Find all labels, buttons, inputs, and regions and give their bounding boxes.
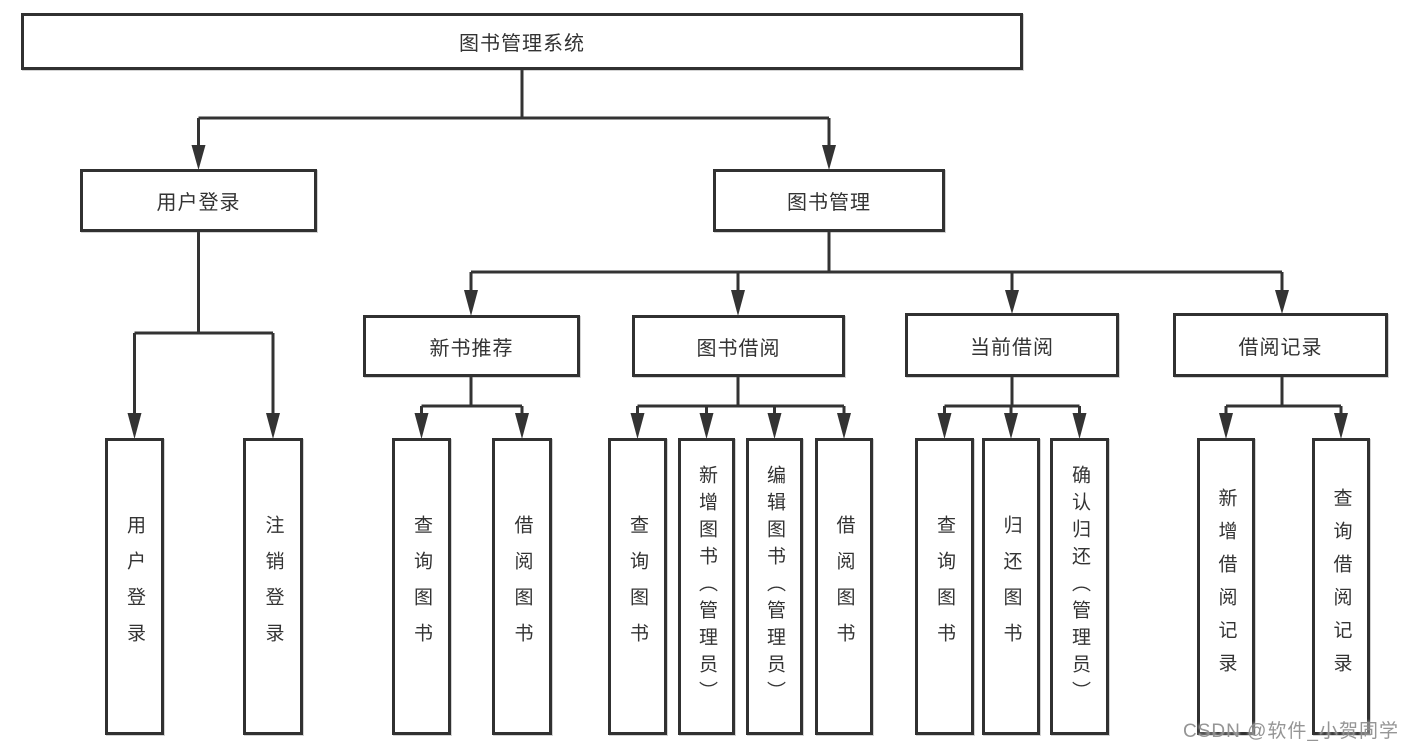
leaf-borrow-books: 借阅图书 xyxy=(815,438,873,735)
node-book-borrowing: 图书借阅 xyxy=(632,315,845,377)
leaf-add-book-admin: 新增图书（管理员） xyxy=(678,438,735,735)
node-current-borrowing: 当前借阅 xyxy=(905,313,1119,377)
leaf-query-borrow-record: 查询借阅记录 xyxy=(1312,438,1370,735)
leaf-query-books-recommend: 查询图书 xyxy=(392,438,451,735)
csdn-watermark: CSDN @软件_小贺同学 xyxy=(1183,721,1399,742)
node-borrowing-records: 借阅记录 xyxy=(1173,313,1388,377)
leaf-logout: 注销登录 xyxy=(243,438,303,735)
leaf-edit-book-admin: 编辑图书（管理员） xyxy=(746,438,803,735)
leaf-user-login: 用户登录 xyxy=(105,438,164,735)
node-new-book-recommend: 新书推荐 xyxy=(363,315,580,377)
leaf-query-books-current: 查询图书 xyxy=(915,438,974,735)
leaf-confirm-return-admin: 确认归还（管理员） xyxy=(1050,438,1109,735)
leaf-query-books-borrowing: 查询图书 xyxy=(608,438,667,735)
leaf-add-borrow-record: 新增借阅记录 xyxy=(1197,438,1255,735)
leaf-borrow-books-recommend: 借阅图书 xyxy=(492,438,552,735)
leaf-return-book: 归还图书 xyxy=(982,438,1040,735)
node-library-management-system: 图书管理系统 xyxy=(21,13,1023,70)
node-book-management: 图书管理 xyxy=(713,169,945,232)
node-user-login: 用户登录 xyxy=(80,169,317,232)
